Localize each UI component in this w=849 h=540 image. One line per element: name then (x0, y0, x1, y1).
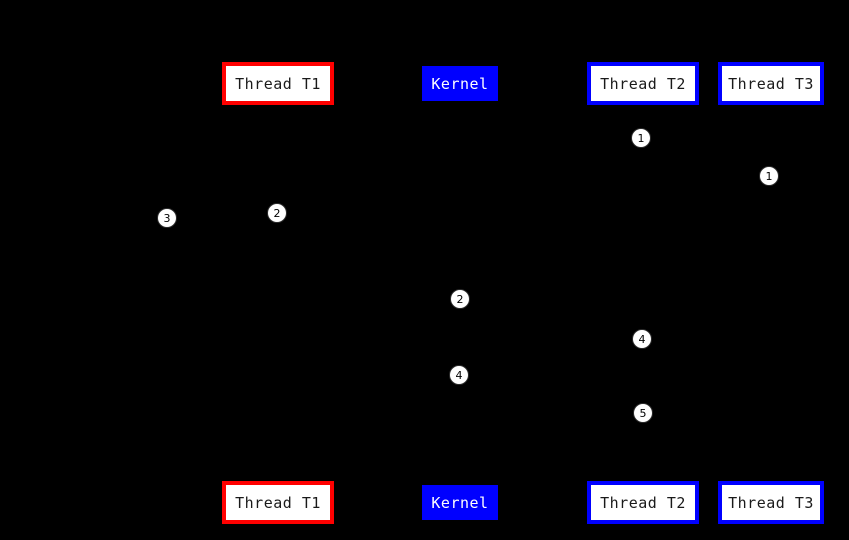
step-marker-3: 3 (157, 208, 177, 228)
participant-label: Thread T1 (235, 493, 321, 512)
message-arrow (277, 299, 459, 301)
message-arrow (277, 218, 770, 220)
participant-label: Kernel (431, 74, 489, 93)
participant-bottom-t1b[interactable]: Thread T1 (222, 481, 334, 524)
lifeline-t1 (276, 105, 278, 481)
step-marker-2: 2 (450, 289, 470, 309)
participant-bottom-t3b[interactable]: Thread T3 (718, 481, 824, 524)
participant-bottom-t2b[interactable]: Thread T2 (587, 481, 699, 524)
step-marker-2: 2 (267, 203, 287, 223)
participant-bottom-kernelb[interactable]: Kernel (422, 485, 498, 520)
participant-label: Thread T2 (600, 74, 686, 93)
participant-label: Kernel (431, 493, 489, 512)
participant-label: Thread T3 (728, 74, 814, 93)
step-marker-5: 5 (633, 403, 653, 423)
participant-label: Thread T2 (600, 493, 686, 512)
step-marker-1: 1 (759, 166, 779, 186)
participant-top-kernel[interactable]: Kernel (422, 66, 498, 101)
step-marker-4: 4 (632, 329, 652, 349)
message-arrow (642, 157, 770, 159)
participant-top-t2[interactable]: Thread T2 (587, 62, 699, 105)
step-marker-1: 1 (631, 128, 651, 148)
message-arrow (459, 375, 642, 377)
step-marker-4: 4 (449, 365, 469, 385)
participant-label: Thread T1 (235, 74, 321, 93)
lifeline-t2 (641, 105, 643, 481)
participant-label: Thread T3 (728, 493, 814, 512)
participant-top-t3[interactable]: Thread T3 (718, 62, 824, 105)
lifeline-t3 (769, 105, 771, 481)
message-arrow (459, 339, 642, 341)
participant-top-t1[interactable]: Thread T1 (222, 62, 334, 105)
message-arrow (459, 413, 642, 415)
